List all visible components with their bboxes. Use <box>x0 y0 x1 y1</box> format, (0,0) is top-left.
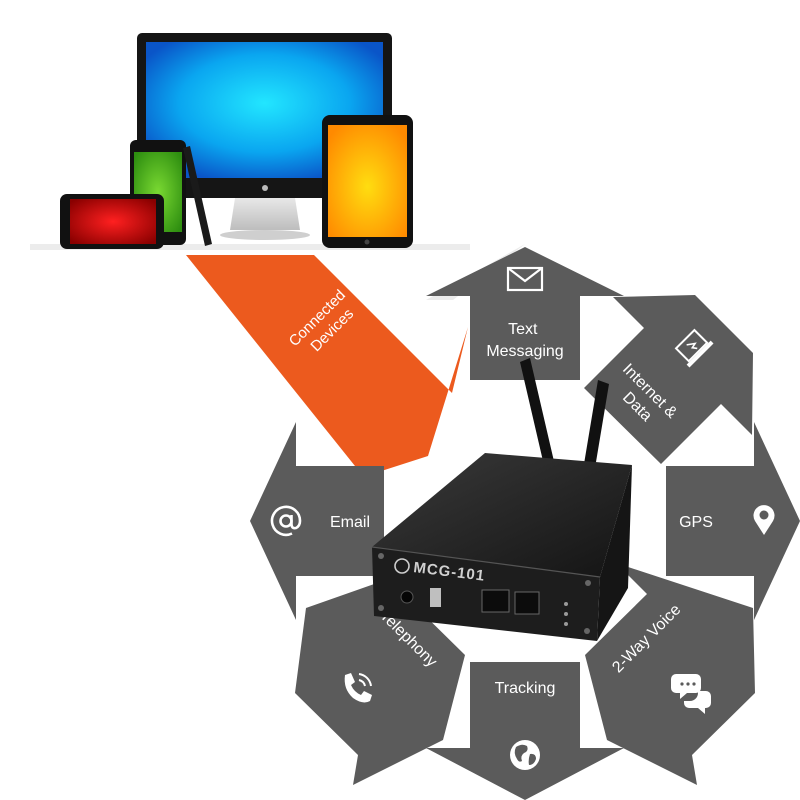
service-2way-voice: 2-Way Voice <box>585 563 755 785</box>
map-pin-icon <box>753 505 775 535</box>
phone-port <box>514 591 540 615</box>
connected-devices-arrow: Connected Devices <box>186 255 468 498</box>
envelope-icon <box>506 266 544 292</box>
tablet-image <box>322 115 413 248</box>
devices-floor-shadow <box>30 244 470 250</box>
mcg-device: MCG-101 <box>371 358 632 641</box>
ethernet-port <box>481 589 510 613</box>
phone-icon <box>344 673 372 703</box>
svg-text:GPS: GPS <box>679 514 713 531</box>
service-text-messaging: Text Messaging <box>426 244 624 380</box>
service-internet-data: Internet & Data <box>584 295 753 464</box>
svg-text:Text Messaging: Text Messaging <box>486 321 563 360</box>
usb-port <box>430 588 441 607</box>
service-gps: GPS <box>666 422 800 620</box>
at-sign-icon <box>270 505 302 537</box>
svg-text:Email: Email <box>330 514 370 531</box>
laptop-icon <box>674 328 714 368</box>
red-phone-image <box>60 194 164 249</box>
devices-cluster <box>30 33 470 250</box>
chat-bubbles-icon <box>671 674 711 714</box>
globe-icon <box>510 740 540 770</box>
power-port <box>400 590 414 604</box>
service-email: Email <box>250 422 384 620</box>
service-tracking: Tracking <box>426 662 624 800</box>
svg-text:Tracking: Tracking <box>495 680 556 697</box>
side-phone-image <box>183 146 212 246</box>
